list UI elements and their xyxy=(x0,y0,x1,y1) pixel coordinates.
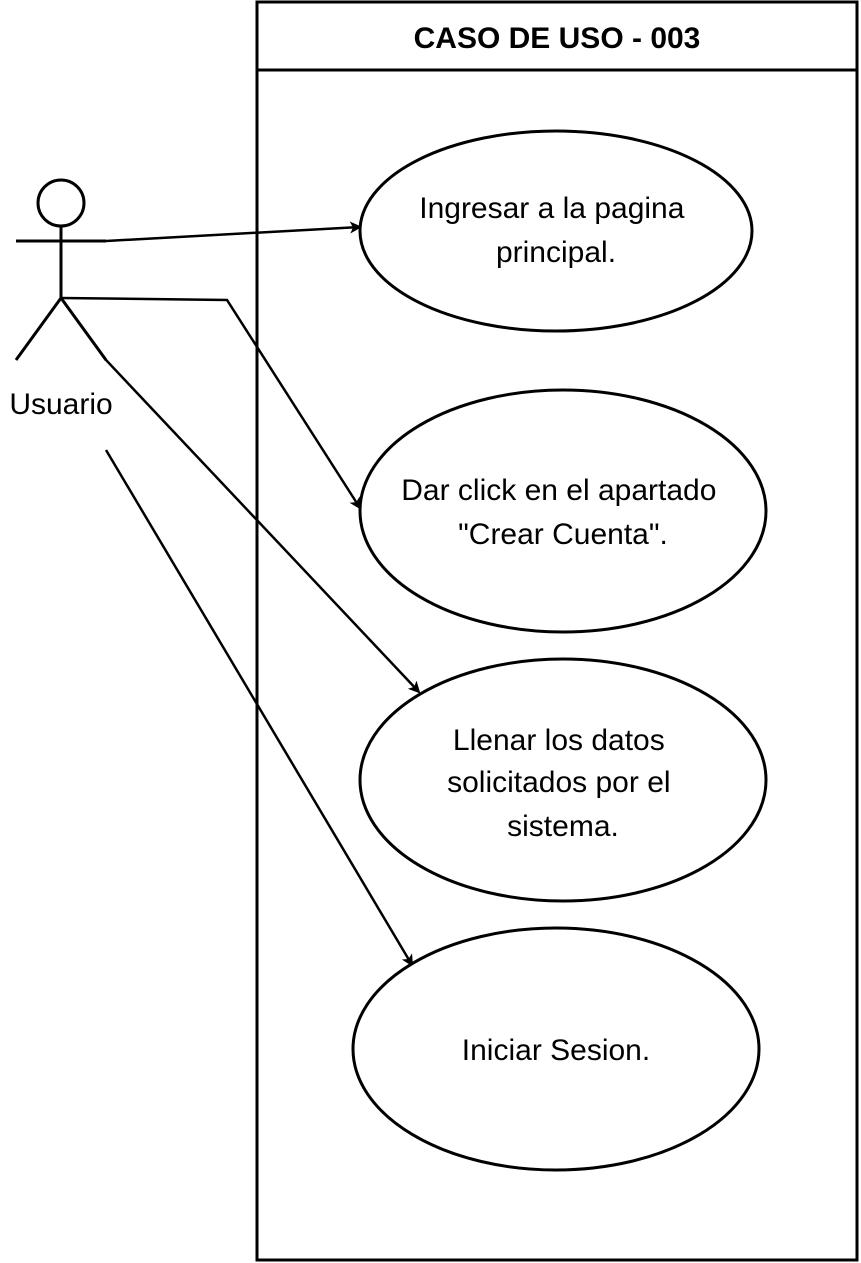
association-llenar-datos xyxy=(59,297,421,694)
actor-head xyxy=(36,178,86,228)
use-case-label-crear-cuenta: Dar click en el apartado "Crear Cuenta". xyxy=(401,474,725,551)
use-case-llenar-datos[interactable] xyxy=(358,657,768,903)
use-case-iniciar-sesion[interactable] xyxy=(351,926,761,1172)
use-case-crear-cuenta[interactable] xyxy=(358,388,768,634)
use-case-ingresar[interactable] xyxy=(358,129,754,333)
association-ingresar xyxy=(105,221,362,243)
system-title: CASO DE USO - 003 xyxy=(414,22,701,55)
actor-left-leg xyxy=(14,297,63,361)
use-case-label-llenar-datos: Llenar los datos solicitados por el sist… xyxy=(447,724,679,843)
association-iniciar-sesion xyxy=(104,449,414,967)
use-cases xyxy=(351,129,768,1172)
actor-usuario xyxy=(14,178,108,361)
actor-label: Usuario xyxy=(9,388,112,421)
associations xyxy=(59,221,421,967)
use-case-label-iniciar-sesion: Iniciar Sesion. xyxy=(462,1034,650,1067)
use-case-label-ingresar: Ingresar a la pagina principal. xyxy=(419,192,693,269)
association-crear-cuenta xyxy=(60,296,362,510)
